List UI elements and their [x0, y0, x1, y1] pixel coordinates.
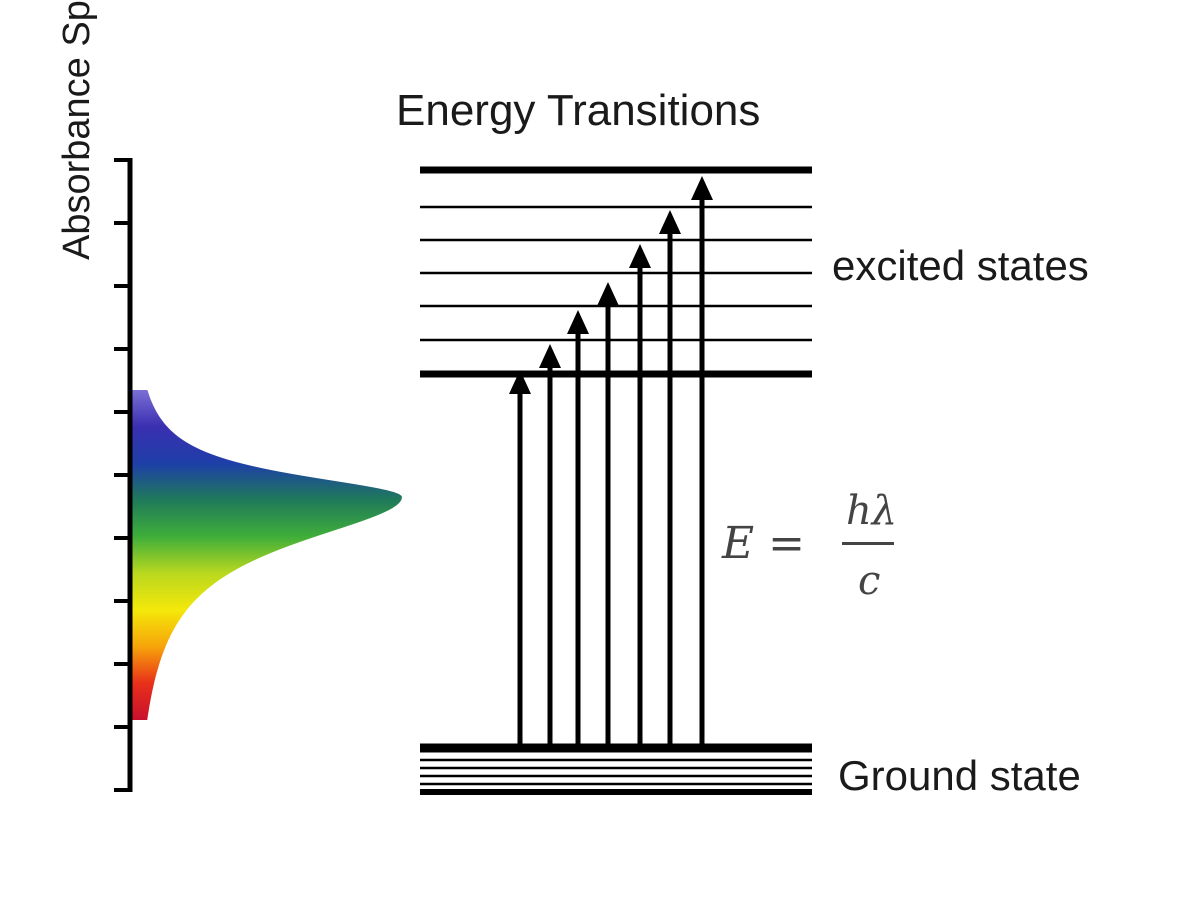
transition-arrows	[509, 176, 713, 745]
transition-arrow-head	[629, 244, 651, 268]
transition-arrow-head	[539, 344, 561, 368]
energy-levels	[420, 166, 812, 795]
formula-lhs: E =	[722, 518, 805, 569]
excited-states-label: excited states	[832, 242, 1089, 289]
diagram-title: Energy Transitions	[396, 86, 761, 135]
absorbance-spectrum-curve	[130, 390, 402, 720]
formula-denominator: c	[858, 558, 881, 604]
transition-arrow-head	[597, 282, 619, 306]
y-axis-label: Absorbance Spectrum (λ)	[56, 0, 98, 260]
transition-arrow-head	[567, 310, 589, 334]
formula-numerator: hλ	[846, 488, 898, 534]
transition-arrow-head	[509, 370, 531, 394]
formula-fraction-bar	[842, 542, 894, 545]
spectrum-axis	[114, 158, 133, 792]
transition-arrow-head	[659, 210, 681, 234]
transition-arrow-head	[691, 176, 713, 200]
ground-state-label: Ground state	[838, 752, 1081, 799]
spectrum-fill	[130, 390, 402, 720]
